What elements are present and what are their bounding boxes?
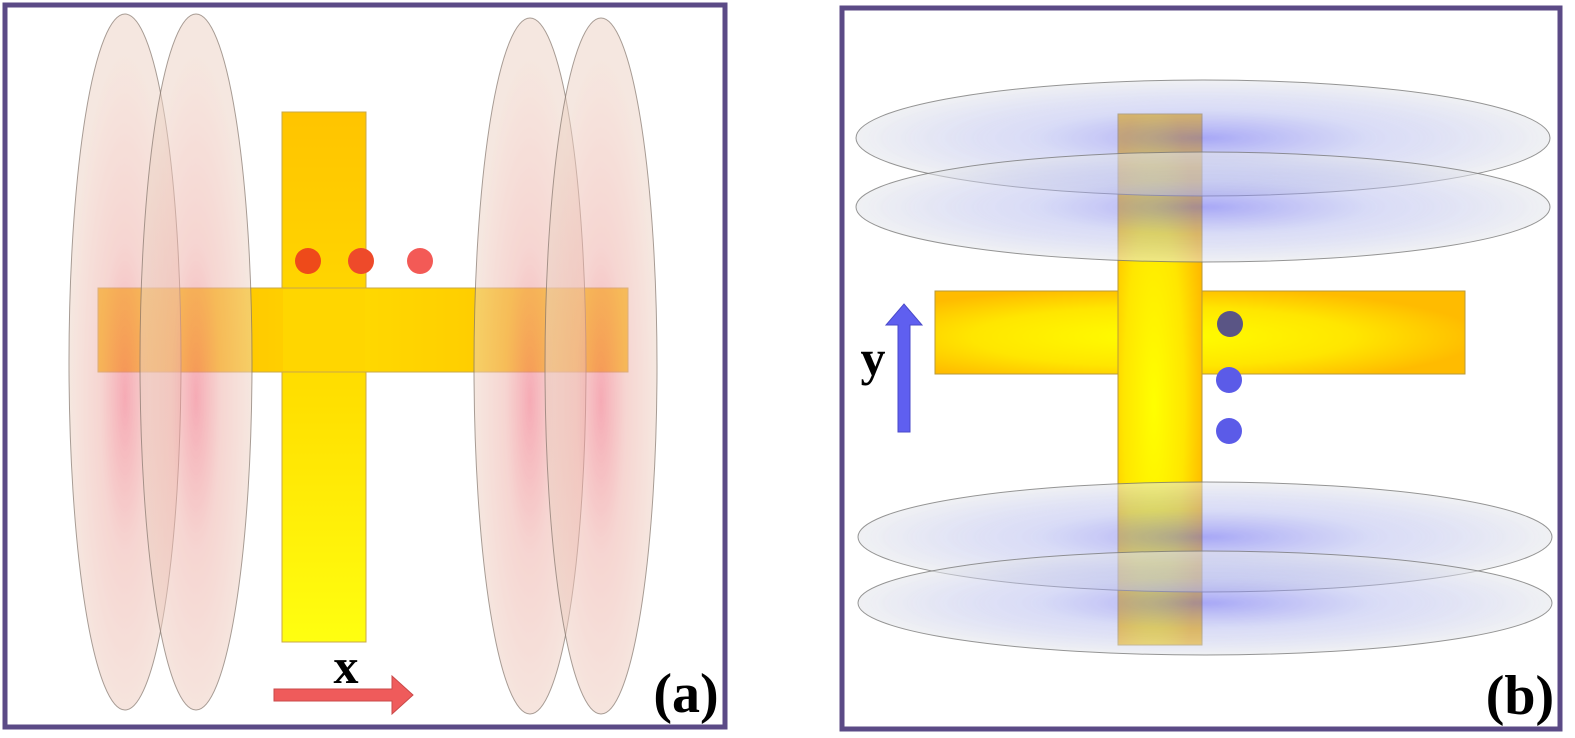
- x-axis-label: x: [334, 638, 359, 694]
- blue-dot-3: [1216, 418, 1242, 444]
- pink-ellipses: [68, 13, 658, 715]
- red-dot-1: [295, 248, 321, 274]
- red-dot-2: [348, 248, 374, 274]
- blue-dot-1: [1217, 311, 1243, 337]
- cross-vertical-arm: [281, 111, 367, 643]
- x-arrow-icon: [273, 674, 414, 716]
- red-dot-3: [407, 248, 433, 274]
- blue-dot-2: [1216, 367, 1242, 393]
- panel-a-label: (a): [653, 663, 718, 725]
- blue-ellipses: [855, 79, 1553, 656]
- pink-ellipse-4: [544, 17, 658, 715]
- blue-ellipse-2: [855, 151, 1551, 263]
- y-arrow-icon: [884, 303, 924, 433]
- y-axis-label: y: [861, 330, 886, 386]
- pink-ellipse-2: [139, 13, 253, 711]
- blue-ellipse-4: [857, 550, 1553, 656]
- panel-b: y (b): [839, 5, 1563, 732]
- panel-b-label: (b): [1486, 665, 1554, 727]
- panel-a: x (a): [2, 2, 728, 730]
